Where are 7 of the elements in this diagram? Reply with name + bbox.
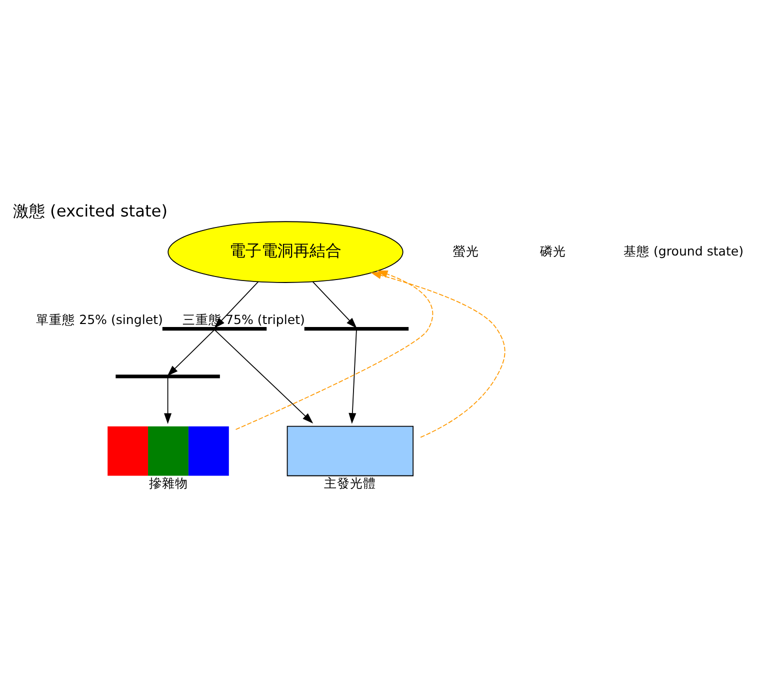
label: 螢光 [453, 243, 480, 258]
label: 基態 (ground state) [624, 243, 744, 258]
node-label: 激態 (excited state) [12, 202, 168, 221]
node-label: 單重態 25% (singlet) [36, 312, 163, 328]
node-label: 摻雜物 [148, 476, 188, 491]
node-label: 主發光體 [324, 476, 376, 491]
label: 磷光 [540, 243, 566, 258]
